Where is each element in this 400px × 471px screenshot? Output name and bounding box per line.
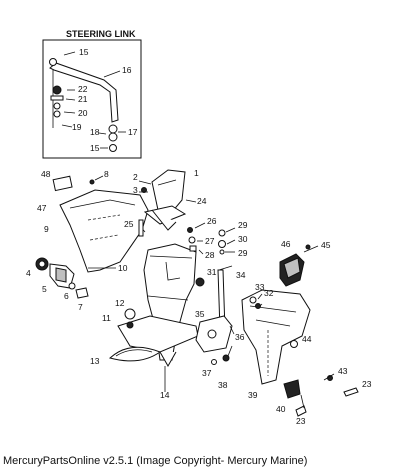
callout-9: 9 xyxy=(44,224,49,234)
trim-tab xyxy=(283,379,301,399)
grommet xyxy=(195,277,205,287)
middle-components xyxy=(187,222,236,365)
callout-28: 28 xyxy=(205,250,215,260)
callout-20: 20 xyxy=(78,108,88,118)
callout-3: 3 xyxy=(133,185,138,195)
callout-labels: 15 16 22 21 20 19 18 17 15 48 8 2 3 1 24… xyxy=(26,47,372,426)
callout-6: 6 xyxy=(64,291,69,301)
callout-14: 14 xyxy=(160,390,170,400)
callout-48: 48 xyxy=(41,169,51,179)
callout-23: 23 xyxy=(296,416,306,426)
seal-ring xyxy=(108,346,162,362)
callout-1: 1 xyxy=(194,168,199,178)
callout-47: 47 xyxy=(37,203,47,213)
callout-24: 24 xyxy=(197,196,207,206)
callout-44: 44 xyxy=(302,334,312,344)
callout-25: 25 xyxy=(124,219,134,229)
callout-33: 33 xyxy=(255,282,265,292)
callout-46: 46 xyxy=(281,239,291,249)
upper-support xyxy=(138,169,197,237)
callout-38: 38 xyxy=(218,380,228,390)
callout-17: 17 xyxy=(128,127,138,137)
callout-31: 31 xyxy=(207,267,217,277)
callout-36: 36 xyxy=(235,332,245,342)
decal-plate xyxy=(52,175,73,192)
callout-23: 23 xyxy=(362,379,372,389)
callout-21: 21 xyxy=(78,94,88,104)
callout-34: 34 xyxy=(236,270,246,280)
callout-13: 13 xyxy=(90,356,100,366)
callout-30: 30 xyxy=(238,234,248,244)
callout-19: 19 xyxy=(72,122,82,132)
callout-2: 2 xyxy=(133,172,138,182)
callout-10: 10 xyxy=(118,263,128,273)
callout-43: 43 xyxy=(338,366,348,376)
left-components xyxy=(35,257,162,362)
callout-11: 11 xyxy=(102,313,111,323)
steering-link-inset: STEERING LINK xyxy=(42,29,142,159)
callout-32: 32 xyxy=(264,288,274,298)
side-cover xyxy=(59,189,149,273)
inset-title: STEERING LINK xyxy=(66,29,136,39)
callout-35: 35 xyxy=(195,309,205,319)
callout-29: 29 xyxy=(238,248,248,258)
inset-frame xyxy=(42,39,142,159)
callout-27: 27 xyxy=(205,236,215,246)
callout-39: 39 xyxy=(248,390,258,400)
side-cover-assembly xyxy=(52,175,149,273)
exhaust-tube xyxy=(151,169,186,213)
callout-4: 4 xyxy=(26,268,31,278)
callout-18: 18 xyxy=(90,127,100,137)
callout-15: 15 xyxy=(90,143,100,153)
callout-5: 5 xyxy=(42,284,47,294)
callout-37: 37 xyxy=(202,368,212,378)
tube-seal xyxy=(143,205,187,225)
callout-12: 12 xyxy=(115,298,125,308)
steering-link-arm xyxy=(49,62,119,123)
callout-7: 7 xyxy=(78,302,83,312)
callout-29: 29 xyxy=(238,220,248,230)
gearcase-housing xyxy=(241,289,311,385)
driveshaft-housing xyxy=(117,243,199,392)
copyright-footer: MercuryPartsOnline v2.5.1 (Image Copyrig… xyxy=(3,455,308,467)
callout-40: 40 xyxy=(276,404,286,414)
callout-22: 22 xyxy=(78,84,88,94)
callout-26: 26 xyxy=(207,216,217,226)
callout-16: 16 xyxy=(122,65,132,75)
callout-8: 8 xyxy=(104,169,109,179)
callout-45: 45 xyxy=(321,240,331,250)
callout-15: 15 xyxy=(79,47,89,57)
anti-ventilation-plate xyxy=(117,315,199,353)
right-components xyxy=(241,244,359,417)
